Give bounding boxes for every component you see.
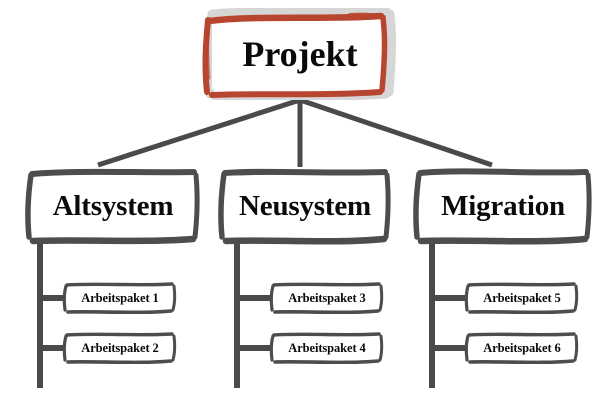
node-altsystem-label: Altsystem (52, 189, 174, 222)
node-arbeitspaket-6[interactable]: Arbeitspaket 6 (464, 332, 580, 364)
node-arbeitspaket-5[interactable]: Arbeitspaket 5 (464, 282, 580, 314)
node-altsystem-frame (25, 168, 200, 245)
node-projekt[interactable]: Projekt (200, 8, 400, 100)
node-arbeitspaket-1[interactable]: Arbeitspaket 1 (62, 282, 178, 314)
node-arbeitspaket-4-frame (269, 332, 384, 364)
node-migration[interactable]: Migration (410, 167, 596, 245)
node-neusystem-frame (218, 168, 391, 245)
node-arbeitspaket-2[interactable]: Arbeitspaket 2 (62, 332, 178, 364)
node-migration-label: Migration (441, 189, 565, 222)
node-arbeitspaket-1-frame (62, 282, 177, 314)
node-migration-frame (413, 168, 592, 245)
node-arbeitspaket-3-label: Arbeitspaket 3 (288, 290, 366, 305)
node-arbeitspaket-2-label: Arbeitspaket 2 (81, 340, 159, 355)
node-arbeitspaket-1-label: Arbeitspaket 1 (81, 290, 159, 305)
node-neusystem-label: Neusystem (239, 189, 371, 222)
node-projekt-frame (202, 8, 397, 100)
node-arbeitspaket-5-label: Arbeitspaket 5 (483, 290, 561, 305)
node-arbeitspaket-4[interactable]: Arbeitspaket 4 (269, 332, 385, 364)
node-arbeitspaket-2-frame (62, 332, 177, 364)
node-arbeitspaket-6-frame (464, 332, 579, 364)
node-neusystem[interactable]: Neusystem (216, 167, 394, 245)
edge-root-to-altsystem (97, 97, 301, 168)
node-arbeitspaket-5-frame (464, 282, 579, 314)
node-arbeitspaket-4-label: Arbeitspaket 4 (288, 340, 366, 355)
node-arbeitspaket-3[interactable]: Arbeitspaket 3 (269, 282, 385, 314)
node-altsystem[interactable]: Altsystem (22, 167, 204, 245)
node-projekt-label: Projekt (242, 34, 358, 74)
edge-root-to-migration (299, 97, 493, 168)
node-arbeitspaket-6-label: Arbeitspaket 6 (483, 340, 561, 355)
node-arbeitspaket-3-frame (269, 282, 384, 314)
